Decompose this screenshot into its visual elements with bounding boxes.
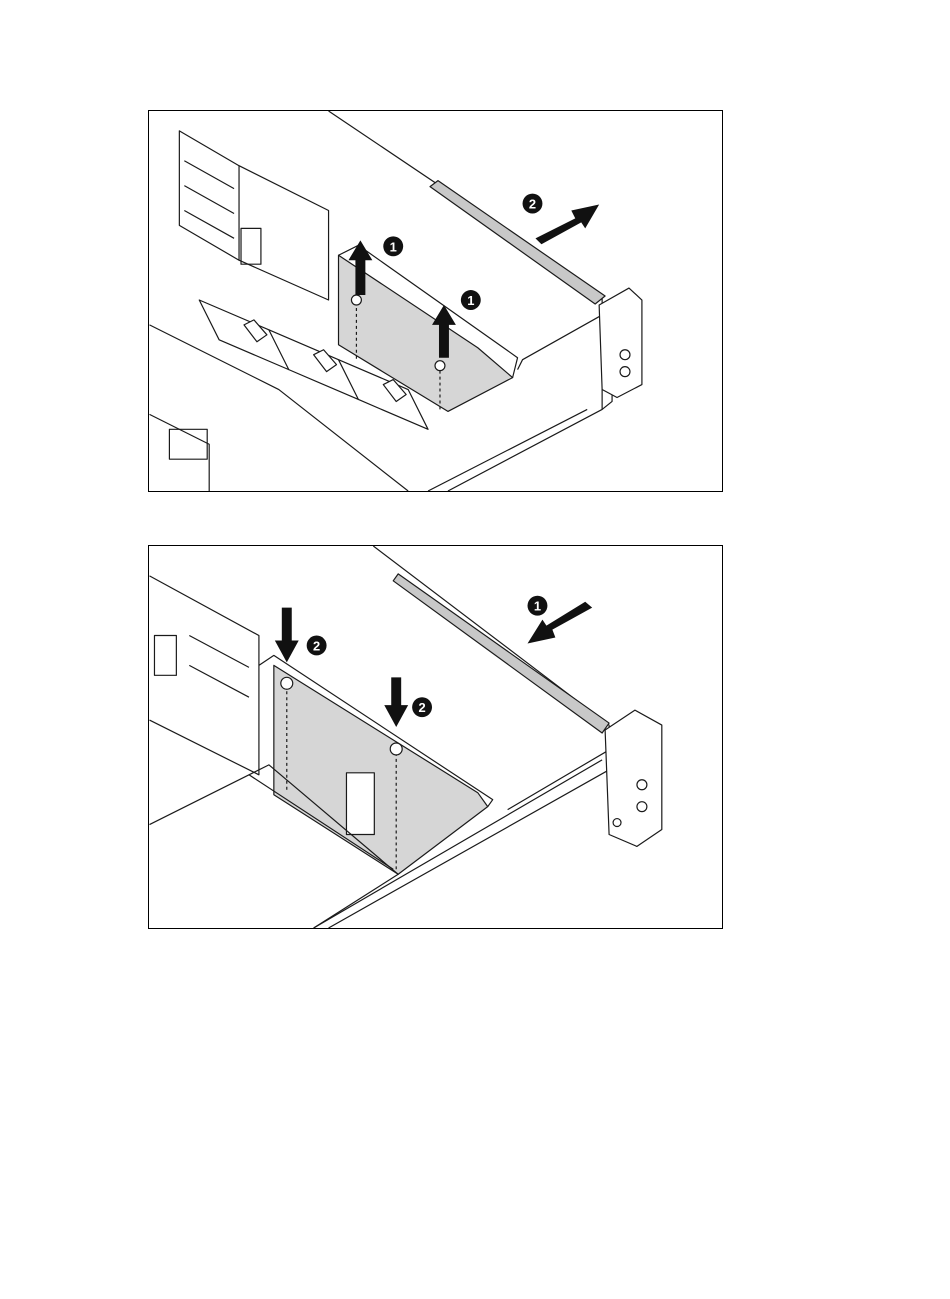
callout-2: 2 [523,194,543,214]
figure-installation: 1 2 2 [148,545,723,929]
arrow-down-icon [275,608,299,663]
screw-icon [435,361,445,371]
figure-removal: 1 1 2 [148,110,723,492]
cage-connector [241,228,261,264]
chassis-rail [430,181,605,304]
rack-ear [599,288,642,397]
installation-illustration: 1 2 2 [149,546,722,928]
removal-illustration: 1 1 2 [149,111,722,491]
drive-cage-left [179,131,239,260]
svg-text:1: 1 [534,599,541,614]
callout-2a: 2 [307,636,327,656]
screw-icon [351,295,361,305]
rack-ear [605,710,662,846]
callout-1a: 1 [383,236,403,256]
fan-module [199,300,289,370]
callout-1: 1 [528,596,548,616]
svg-text:2: 2 [418,700,425,715]
svg-text:1: 1 [467,293,474,308]
screw-icon [390,743,402,755]
svg-text:2: 2 [313,638,320,653]
screw-icon [281,677,293,689]
arrow-slide-icon [535,205,599,245]
svg-text:2: 2 [529,196,536,211]
svg-text:1: 1 [390,239,397,254]
callout-2b: 2 [412,697,432,717]
chassis-front-wall [448,315,602,491]
arrow-down-icon [384,677,408,727]
drive-backplane [274,665,488,874]
backplane-connector [346,773,374,835]
cage-connector [154,636,176,676]
callout-1b: 1 [461,290,481,310]
